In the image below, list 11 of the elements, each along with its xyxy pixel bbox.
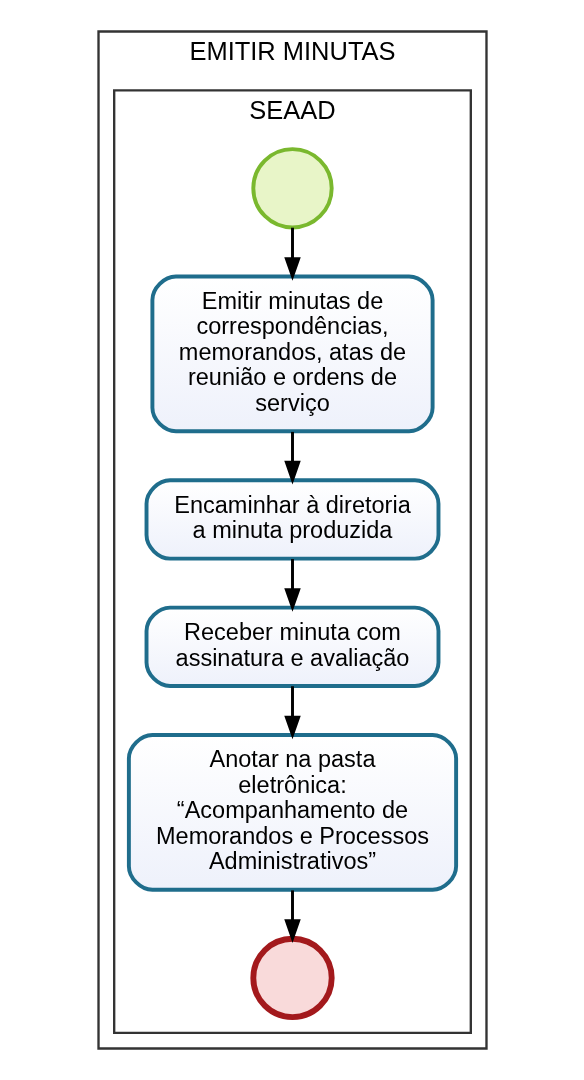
arrow <box>283 431 301 485</box>
node-box: Anotar na pasta eletrônica: “Acompanhamento de Memorandos e Processos Administrativos” <box>126 733 458 892</box>
arrow <box>283 227 301 281</box>
arrow <box>283 686 301 740</box>
arrow <box>283 890 301 943</box>
node-box: Emitir minutas de correspondências, memorandos, atas de reunião e ordens de serviço <box>149 274 435 434</box>
node-circle <box>249 935 335 1021</box>
node-box: Encaminhar à diretoria a minuta produzida <box>144 478 440 561</box>
arrow <box>283 559 301 612</box>
node-box: Receber minuta com assinatura e avaliação <box>144 605 440 688</box>
node-circle <box>250 147 334 230</box>
